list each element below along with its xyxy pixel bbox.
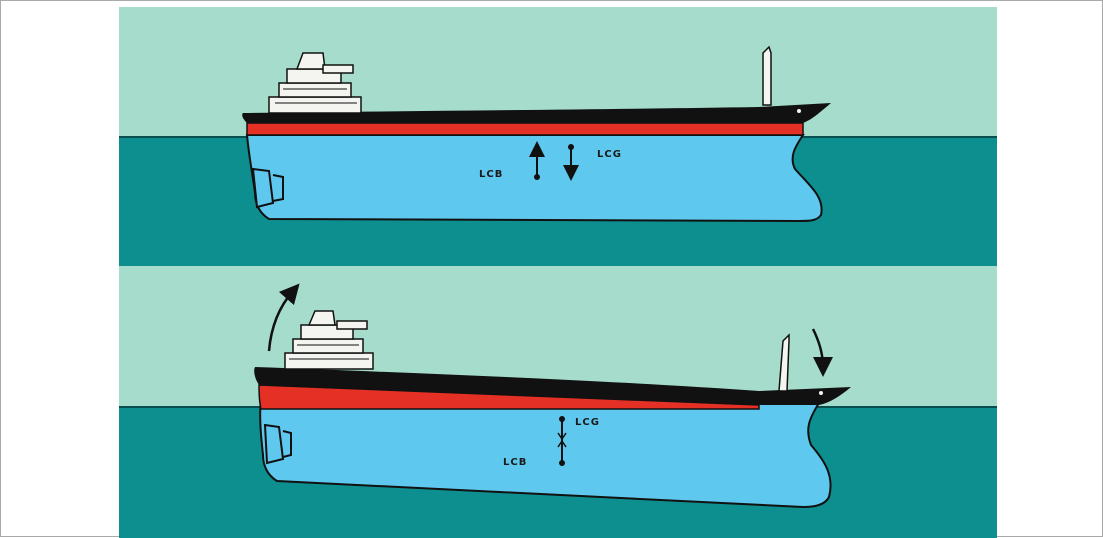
top-lcb-label: LCB <box>479 169 503 180</box>
bottom-deck-stripe <box>254 367 851 405</box>
top-panel: LCB LCG <box>119 7 997 267</box>
bottom-lcg-lcb-marker: LCG LCB <box>503 416 600 468</box>
bottom-rudder <box>263 423 285 465</box>
bottom-superstructure <box>284 310 374 370</box>
bottom-boot-top <box>258 384 760 410</box>
top-lcg-marker: LCG <box>563 144 622 181</box>
top-foremast <box>762 45 801 113</box>
top-lcb-marker: LCB <box>479 141 545 180</box>
ship-trim-diagram: LCB LCG <box>119 7 997 538</box>
panel-divider <box>119 266 997 270</box>
top-boot-top <box>246 122 804 136</box>
top-deck-stripe <box>242 103 831 123</box>
stern-up-arrow <box>267 283 300 352</box>
bottom-lcb-label: LCB <box>503 457 527 468</box>
top-superstructure <box>268 52 362 114</box>
bottom-foremast <box>778 333 823 395</box>
bottom-hull-underwater <box>259 397 832 509</box>
bottom-panel: LCG LCB <box>119 269 997 538</box>
top-rudder <box>251 167 275 209</box>
top-lcg-label: LCG <box>597 149 622 160</box>
bow-down-arrow <box>811 328 833 377</box>
bottom-lcg-label: LCG <box>575 417 600 428</box>
